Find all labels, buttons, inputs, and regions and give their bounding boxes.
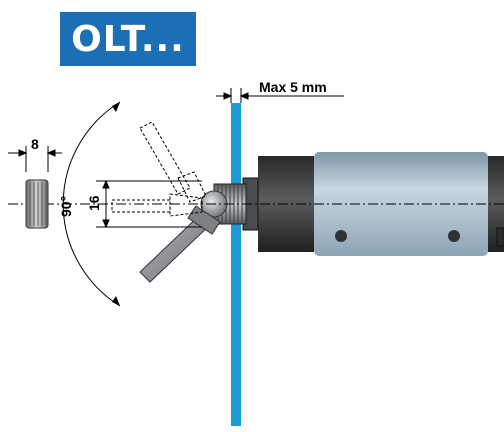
product-code-badge: OLT... xyxy=(60,12,196,66)
panel-thickness-dimension xyxy=(216,88,344,103)
stem-diameter-dimension xyxy=(96,179,202,229)
knob-width-dimension xyxy=(8,146,62,172)
swing-angle-dimension xyxy=(62,101,121,307)
mounting-panel xyxy=(231,103,241,426)
right-terminal xyxy=(496,227,504,247)
lever-ghost-center xyxy=(111,193,203,217)
knob-width-label: 8 xyxy=(31,136,39,152)
panel-thickness-label: Max 5 mm xyxy=(259,79,327,95)
mounting-hole-left xyxy=(335,230,347,242)
knob-side-view xyxy=(25,179,49,229)
swing-angle-label: 90° xyxy=(58,196,74,217)
mounting-hole-right xyxy=(448,230,460,242)
stem-diameter-label: 16 xyxy=(86,195,102,211)
lever-ghost-up xyxy=(139,121,207,203)
